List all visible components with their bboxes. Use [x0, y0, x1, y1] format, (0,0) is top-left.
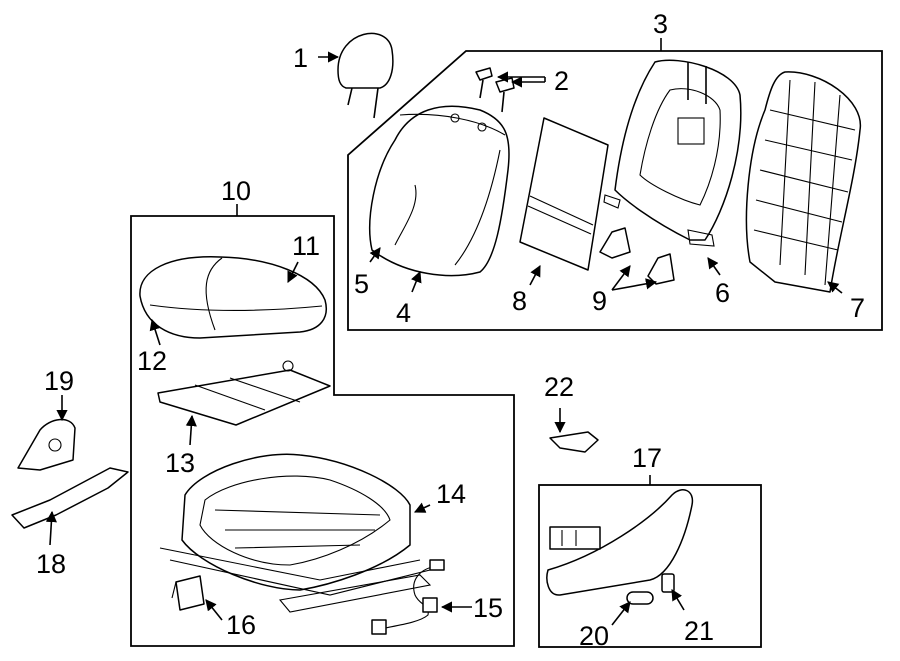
callout-14: 14 [436, 479, 466, 509]
wiring-harness [371, 559, 445, 635]
seat-back-group-frame [347, 50, 883, 331]
callout-2: 2 [554, 66, 569, 96]
seat-cushion-group-frame [130, 215, 515, 647]
headrest-guides [475, 67, 515, 113]
callout-6: 6 [715, 278, 730, 308]
callout-4: 4 [396, 298, 411, 328]
callout-1: 1 [293, 43, 308, 73]
seat-cushion-frame [159, 453, 432, 613]
callout-18: 18 [36, 549, 66, 579]
callout-7: 7 [850, 293, 865, 323]
callout-3: 3 [653, 9, 668, 39]
callout-20: 20 [579, 621, 609, 651]
track-cover [11, 467, 129, 529]
callout-8: 8 [512, 286, 527, 316]
seat-back-pad [745, 71, 861, 293]
callout-13: 13 [165, 448, 195, 478]
seat-cushion-cover [139, 256, 327, 339]
seat-back-frame [603, 59, 742, 247]
seat-back-cover [369, 105, 510, 277]
callout-5: 5 [354, 269, 369, 299]
seat-back-board [519, 117, 609, 271]
callout-9: 9 [592, 286, 607, 316]
callout-12: 12 [137, 346, 167, 376]
seat-switch-lever [661, 573, 675, 593]
seat-module [171, 575, 205, 611]
seat-cushion-pad [157, 360, 331, 426]
callout-15: 15 [473, 593, 503, 623]
seat-switch-knob [626, 591, 654, 605]
callout-16: 16 [226, 610, 256, 640]
seat-back-brackets [599, 227, 675, 285]
callout-11: 11 [292, 231, 320, 261]
leader-lines [45, 38, 843, 626]
headrest [337, 32, 394, 119]
small-bracket [549, 431, 599, 453]
callout-17: 17 [632, 443, 662, 473]
callout-22: 22 [544, 372, 574, 402]
callout-19: 19 [44, 366, 74, 396]
recliner-cover [17, 418, 76, 471]
side-trim [546, 489, 694, 596]
callout-21: 21 [684, 616, 714, 646]
callout-10: 10 [221, 176, 251, 206]
